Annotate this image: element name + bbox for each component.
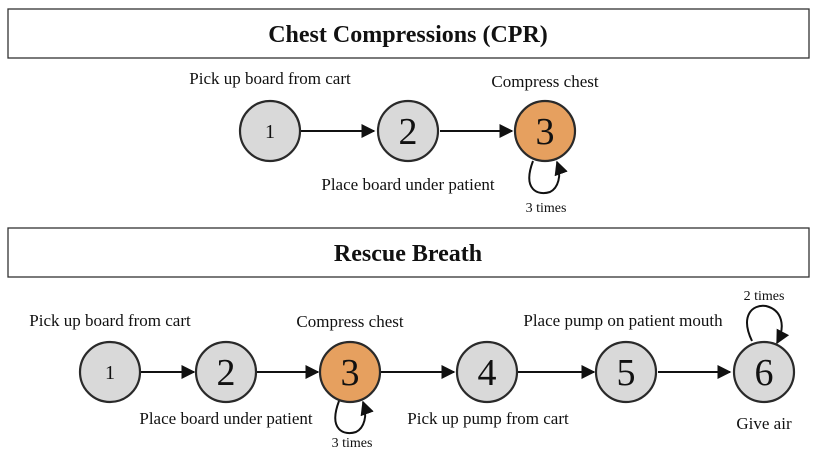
node-2: 2: [194, 340, 258, 404]
loop-arrow-node-3: [528, 160, 568, 195]
loop-arrow-node-3: [334, 400, 374, 435]
step-label-pick-up-pump: Pick up pump from cart: [407, 409, 569, 428]
node-3: 3: [513, 99, 577, 163]
node-number: 1: [105, 362, 115, 384]
step-label-compress-chest: Compress chest: [296, 312, 403, 331]
node-1: 1: [238, 99, 302, 163]
node-number: 5: [617, 352, 636, 394]
node-number: 3: [341, 352, 360, 394]
repeat-count-label: 3 times: [526, 201, 567, 216]
section-rescue-breath: Rescue Breath 1 2 3 4 5: [7, 227, 810, 451]
node-circle: [376, 99, 440, 163]
node-1: 1: [78, 340, 142, 404]
node-circle: [594, 340, 658, 404]
section-header-box: [7, 8, 810, 59]
node-2: 2: [376, 99, 440, 163]
step-label-pick-up-board: Pick up board from cart: [29, 311, 191, 330]
loop-arrow-node-6: [746, 304, 790, 345]
node-6: 6: [732, 340, 796, 404]
node-number: 1: [265, 121, 275, 143]
step-label-pick-up-board: Pick up board from cart: [189, 69, 351, 88]
node-circle: [238, 99, 302, 163]
node-number: 3: [536, 111, 555, 153]
section-title: Rescue Breath: [334, 241, 482, 267]
step-label-place-pump: Place pump on patient mouth: [523, 311, 723, 330]
node-circle: [732, 340, 796, 404]
step-label-place-board: Place board under patient: [139, 409, 313, 428]
node-circle: [318, 340, 382, 404]
node-circle: [455, 340, 519, 404]
node-number: 2: [217, 352, 236, 394]
node-number: 2: [399, 111, 418, 153]
node-number: 6: [755, 352, 774, 394]
section-cpr: Chest Compressions (CPR) 1 2 3 Pick up b…: [7, 8, 810, 216]
step-label-place-board: Place board under patient: [321, 175, 495, 194]
step-label-give-air: Give air: [736, 414, 792, 433]
node-circle: [78, 340, 142, 404]
section-header-box: [7, 227, 810, 278]
node-3: 3: [318, 340, 382, 404]
node-circle: [513, 99, 577, 163]
step-label-compress-chest: Compress chest: [491, 72, 598, 91]
node-4: 4: [455, 340, 519, 404]
repeat-count-label: 3 times: [332, 436, 373, 451]
node-5: 5: [594, 340, 658, 404]
node-number: 4: [478, 352, 497, 394]
section-title: Chest Compressions (CPR): [268, 22, 548, 48]
node-circle: [194, 340, 258, 404]
repeat-count-label: 2 times: [744, 289, 785, 304]
